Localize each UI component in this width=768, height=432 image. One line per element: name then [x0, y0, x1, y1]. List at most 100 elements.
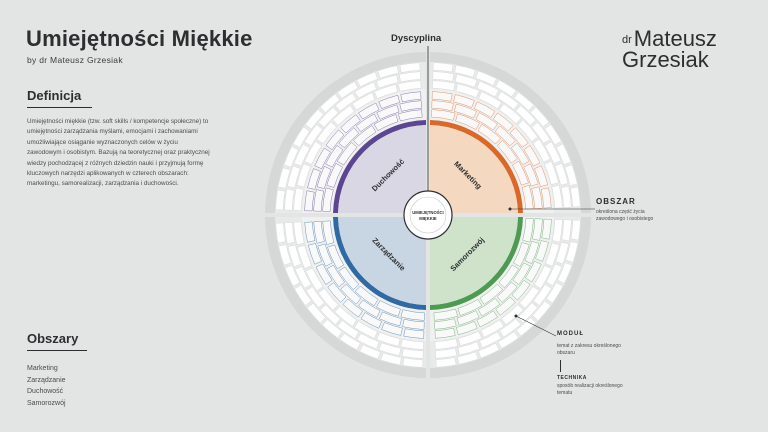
- module-cell-marketing: [493, 112, 514, 132]
- technique-cell-marketing: [478, 91, 502, 109]
- module-cell-zarzadzanie: [400, 309, 425, 321]
- technique-cell-zarzadzanie: [284, 265, 301, 287]
- areas-list: Marketing Zarządzanie Duchowość Samorozw…: [27, 363, 66, 409]
- technique-cell-zarzadzanie: [354, 321, 378, 339]
- technique-cell-marketing: [554, 163, 569, 186]
- module-cell-samorozwoj: [498, 264, 519, 288]
- module-cell-samorozwoj: [434, 327, 456, 339]
- technique-cell-duchowosc: [304, 109, 324, 130]
- technique-cell-zarzadzanie: [378, 342, 401, 356]
- technique-cell-samorozwoj: [555, 242, 569, 265]
- technique-cell-marketing: [454, 64, 476, 78]
- module-cell-duchowosc: [376, 104, 400, 120]
- module-cell-samorozwoj: [535, 240, 549, 262]
- technique-cell-zarzadzanie: [293, 221, 305, 245]
- technique-cell-zarzadzanie: [376, 332, 401, 347]
- module-cell-duchowosc: [307, 168, 321, 190]
- module-cell-zarzadzanie: [342, 298, 363, 318]
- technique-cell-samorozwoj: [534, 265, 552, 289]
- technique-cell-zarzadzanie: [297, 245, 312, 269]
- module-cell-samorozwoj: [476, 310, 498, 328]
- technique-cell-samorozwoj: [533, 284, 552, 306]
- technique-cell-zarzadzanie: [287, 244, 302, 267]
- module-cell-zarzadzanie: [379, 311, 402, 327]
- technique-cell-marketing: [455, 74, 478, 88]
- technique-cell-marketing: [499, 103, 522, 124]
- technique-cell-samorozwoj: [570, 219, 581, 241]
- technique-cell-marketing: [475, 70, 497, 86]
- area-fill-duchowosc: [338, 125, 428, 215]
- definition-title: Definicja: [27, 88, 92, 108]
- technique-cell-samorozwoj: [561, 219, 572, 242]
- module-cell-duchowosc: [337, 142, 358, 166]
- technique-cell-zarzadzanie: [294, 284, 312, 306]
- legend-modul-title: MODUŁ: [557, 331, 584, 337]
- areas-title: Obszary: [27, 331, 87, 351]
- module-cell-marketing: [455, 113, 480, 130]
- module-cell-zarzadzanie: [340, 283, 362, 305]
- module-cell-duchowosc: [398, 109, 423, 122]
- module-cell-duchowosc: [399, 100, 422, 112]
- technique-cell-zarzadzanie: [334, 306, 357, 327]
- technique-cell-zarzadzanie: [278, 244, 292, 266]
- module-cell-marketing: [454, 103, 477, 119]
- technique-cell-zarzadzanie: [359, 344, 381, 360]
- module-cell-samorozwoj: [457, 299, 483, 316]
- technique-cell-marketing: [551, 185, 563, 209]
- area-fill-marketing: [428, 125, 518, 215]
- technique-cell-duchowosc: [318, 107, 339, 128]
- technique-cell-duchowosc: [293, 187, 304, 211]
- area-fill-zarzadzanie: [338, 215, 428, 305]
- technique-cell-marketing: [555, 143, 572, 165]
- page-title: Umiejętności Miękkie: [26, 26, 253, 51]
- module-cell-marketing: [431, 91, 453, 102]
- module-cell-marketing: [431, 109, 456, 121]
- modul-pointer: [515, 315, 557, 337]
- module-cell-samorozwoj: [532, 218, 543, 241]
- module-cell-samorozwoj: [456, 310, 480, 326]
- technique-cell-samorozwoj: [479, 331, 502, 349]
- technique-cell-marketing: [515, 105, 536, 126]
- technique-cell-samorozwoj: [435, 357, 457, 368]
- legend-obszar-desc: określona część życia zawodowego i osobi…: [596, 209, 654, 222]
- technique-cell-duchowosc: [304, 124, 323, 146]
- technique-cell-samorozwoj: [546, 282, 564, 304]
- module-cell-marketing: [511, 142, 530, 165]
- technique-cell-samorozwoj: [458, 331, 482, 346]
- technique-cell-zarzadzanie: [320, 304, 341, 325]
- module-cell-marketing: [540, 187, 552, 209]
- module-cell-samorozwoj: [513, 242, 530, 267]
- module-cell-zarzadzanie: [327, 244, 344, 270]
- module-cell-samorozwoj: [522, 218, 534, 243]
- technique-cell-zarzadzanie: [318, 288, 339, 311]
- legend-technika-title: TECHNIKA: [557, 375, 587, 381]
- technique-cell-zarzadzanie: [284, 222, 295, 244]
- modul-pointer-dot: [514, 314, 518, 318]
- technique-cell-samorozwoj: [545, 242, 560, 267]
- module-cell-marketing: [494, 125, 516, 147]
- technique-cell-duchowosc: [399, 71, 421, 82]
- technique-cell-samorozwoj: [497, 331, 519, 349]
- logo-prefix: dr: [622, 34, 632, 46]
- technique-cell-zarzadzanie: [357, 333, 380, 350]
- technique-cell-duchowosc: [356, 71, 378, 88]
- module-cell-zarzadzanie: [355, 285, 379, 306]
- technique-cell-marketing: [544, 124, 562, 146]
- discipline-label: Dyscyplina: [391, 33, 442, 44]
- module-cell-zarzadzanie: [403, 328, 425, 339]
- technique-cell-zarzadzanie: [322, 319, 343, 339]
- technique-cell-zarzadzanie: [305, 267, 324, 291]
- technique-cell-marketing: [517, 119, 538, 142]
- technique-cell-duchowosc: [319, 93, 340, 113]
- technique-cell-samorozwoj: [532, 300, 552, 321]
- technique-cell-zarzadzanie: [339, 333, 361, 351]
- technique-cell-duchowosc: [292, 126, 310, 148]
- technique-cell-marketing: [544, 141, 562, 164]
- module-cell-samorozwoj: [478, 298, 501, 317]
- center-label-line2: MIĘKKIE: [419, 216, 437, 221]
- technique-cell-duchowosc: [316, 121, 337, 144]
- area-ring-zarzadzanie: [333, 216, 427, 310]
- technique-cell-zarzadzanie: [306, 303, 326, 324]
- technique-cell-zarzadzanie: [400, 339, 424, 350]
